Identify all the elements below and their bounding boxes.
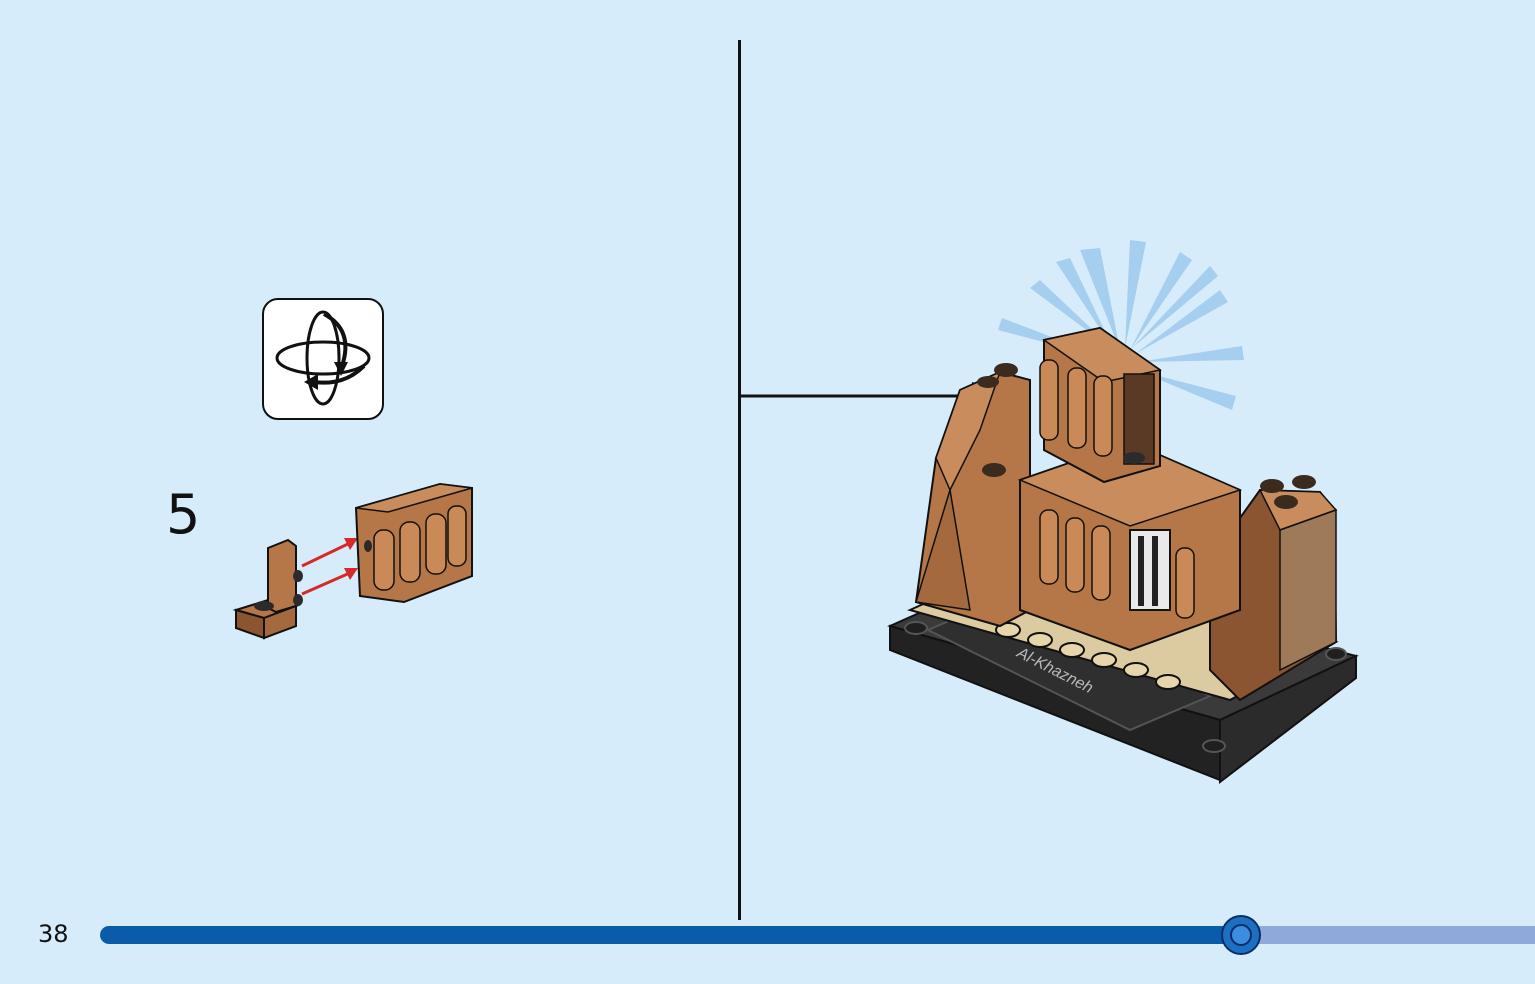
left-rock-wall: [914, 363, 1031, 628]
progress-bar-fill: [100, 926, 1241, 944]
floor-studs: [904, 621, 1347, 753]
step-parts-illustration: [232, 482, 473, 640]
page-number: 38: [38, 920, 69, 948]
page-divider: [738, 40, 741, 920]
column-block-piece: [354, 482, 473, 604]
rotate-model-icon: [275, 310, 371, 406]
step-number: 5: [166, 483, 201, 546]
progress-marker: [1220, 915, 1261, 955]
bracket-piece: [232, 538, 303, 640]
right-rock-wall: [1209, 475, 1338, 702]
red-attach-arrows: [301, 538, 358, 596]
progress-bar: [100, 926, 1535, 944]
rotate-model-icon-box: [262, 298, 384, 420]
facade-upper: [977, 326, 1162, 484]
al-khazneh-model: Al-Khazneh: [887, 240, 1359, 785]
